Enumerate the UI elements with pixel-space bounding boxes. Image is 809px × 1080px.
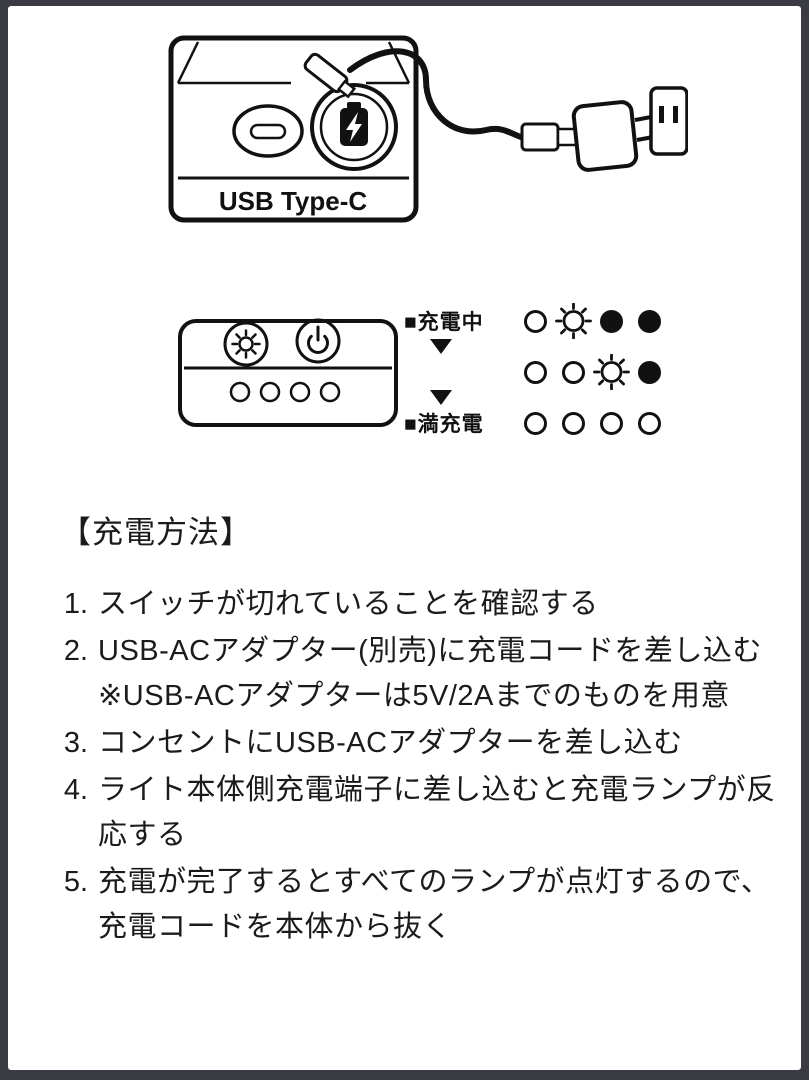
charge-status-legend: ■充電中 ■満充電 bbox=[404, 303, 694, 440]
led-slot bbox=[554, 406, 592, 440]
led-slot bbox=[592, 406, 630, 440]
instruction-item: 3. コンセントにUSB-ACアダプターを差し込む bbox=[48, 721, 782, 766]
led-state-row bbox=[516, 406, 668, 440]
led-indicators bbox=[229, 381, 341, 403]
charging-setup-illustration: USB Type-C bbox=[168, 35, 688, 223]
led-slot bbox=[554, 355, 592, 389]
led-slot bbox=[630, 355, 668, 389]
instruction-list: 1. スイッチが切れていることを確認する 2. USB-ACアダプター(別売)に… bbox=[48, 582, 782, 952]
item-number: 2. bbox=[63, 635, 88, 667]
instruction-item: 5. 充電が完了するとすべてのランプが点灯するので、充電コードを本体から抜く bbox=[48, 860, 782, 950]
led-slot bbox=[516, 355, 554, 389]
led-slot bbox=[630, 304, 668, 338]
led-state-row bbox=[516, 303, 668, 339]
light-button bbox=[223, 321, 269, 367]
item-number: 5. bbox=[63, 866, 88, 898]
lightning-icon bbox=[346, 112, 362, 142]
led-slot bbox=[516, 304, 554, 338]
item-text: ライト本体側充電端子に差し込むと充電ランプが反応する bbox=[98, 774, 776, 851]
full-charge-row: ■満充電 bbox=[404, 406, 694, 440]
led-indicator-open bbox=[523, 411, 547, 435]
led-slot bbox=[592, 354, 630, 390]
brightness-icon bbox=[231, 329, 261, 359]
manual-page: USB Type-C bbox=[8, 6, 801, 1070]
battery-port bbox=[310, 83, 398, 171]
instruction-item: 1. スイッチが切れていることを確認する bbox=[48, 582, 782, 627]
led-indicator-filled bbox=[599, 309, 623, 333]
power-icon bbox=[307, 325, 329, 355]
battery-icon bbox=[347, 102, 361, 109]
usb-c-port bbox=[232, 104, 304, 158]
led-slot bbox=[630, 406, 668, 440]
led-slot bbox=[516, 406, 554, 440]
charging-state-row: ■充電中 bbox=[404, 303, 694, 339]
item-number: 1. bbox=[63, 588, 88, 620]
led-indicator-filled bbox=[637, 360, 661, 384]
down-arrow-icon bbox=[430, 339, 452, 354]
item-number: 3. bbox=[63, 727, 88, 759]
full-charge-label: ■満充電 bbox=[404, 413, 484, 436]
item-text: 充電が完了するとすべてのランプが点灯するので、充電コードを本体から抜く bbox=[98, 866, 771, 943]
down-arrow-icon bbox=[430, 390, 452, 405]
led-indicator-open bbox=[599, 411, 623, 435]
led-slot bbox=[554, 303, 592, 339]
led-indicator-open bbox=[523, 360, 547, 384]
item-text: コンセントにUSB-ACアダプターを差し込む bbox=[98, 727, 683, 759]
usb-a-plug bbox=[520, 122, 582, 152]
led-indicator-open bbox=[637, 411, 661, 435]
item-text: スイッチが切れていることを確認する bbox=[98, 588, 599, 620]
usb-c-plug bbox=[303, 52, 357, 99]
wall-outlet bbox=[649, 86, 688, 156]
led-blinking-icon bbox=[554, 303, 592, 339]
instruction-item: 4. ライト本体側充電端子に差し込むと充電ランプが反応する bbox=[48, 768, 782, 858]
power-button bbox=[295, 318, 341, 364]
usb-ac-adapter bbox=[571, 100, 654, 172]
led-indicator-open bbox=[523, 309, 547, 333]
instruction-item: 2. USB-ACアダプター(別売)に充電コードを差し込む ※USB-ACアダプ… bbox=[48, 629, 782, 719]
charging-cable bbox=[347, 48, 527, 141]
usb-type-c-label: USB Type-C bbox=[219, 186, 368, 216]
led-indicator-open bbox=[561, 360, 585, 384]
led-indicator-open bbox=[561, 411, 585, 435]
item-number: 4. bbox=[63, 774, 88, 806]
led-state-row bbox=[516, 354, 668, 390]
led-slot bbox=[592, 304, 630, 338]
charging-state-row bbox=[404, 354, 694, 390]
led-blinking-icon bbox=[592, 354, 630, 390]
led-indicator-filled bbox=[637, 309, 661, 333]
device-front-illustration bbox=[178, 318, 398, 427]
charging-label: ■充電中 bbox=[404, 311, 484, 334]
section-heading: 【充電方法】 bbox=[60, 515, 252, 550]
item-text: USB-ACアダプター(別売)に充電コードを差し込む ※USB-ACアダプターは… bbox=[98, 635, 762, 712]
